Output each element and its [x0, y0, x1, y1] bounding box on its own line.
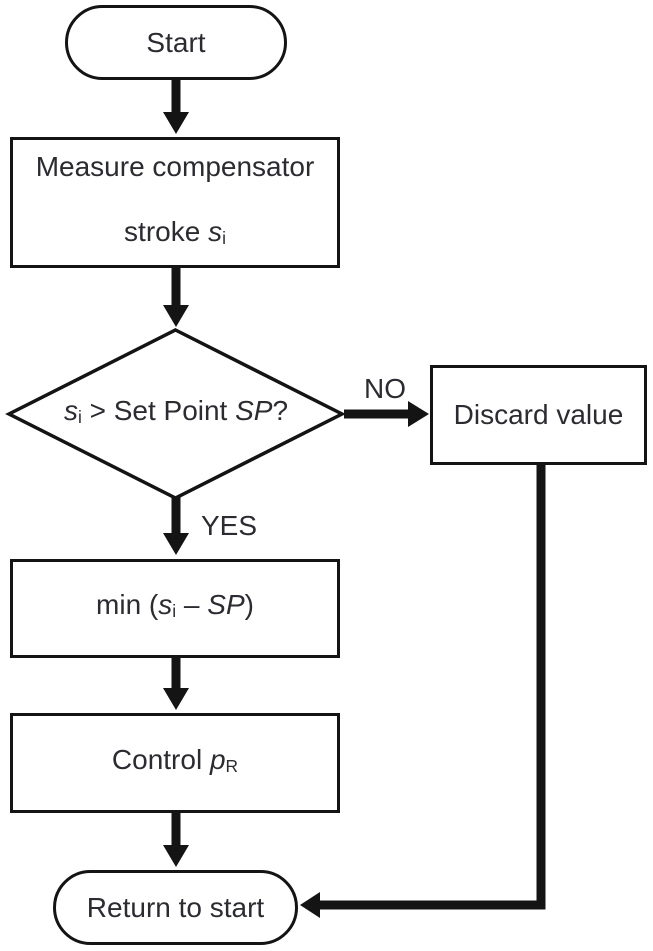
variable-s: s	[208, 215, 223, 247]
variable-sp: SP	[207, 589, 245, 621]
flow-node-control-pressure: Control pR	[10, 713, 340, 813]
flow-node-start: Start	[65, 5, 287, 80]
variable-s: s	[63, 395, 78, 426]
subscript-i: i	[172, 601, 177, 622]
subscript-i: i	[222, 228, 226, 249]
control-label: Control pR	[111, 743, 239, 777]
start-label: Start	[146, 26, 206, 58]
flow-node-return-to-start: Return to start	[53, 870, 298, 945]
min-label: min (si – SP)	[96, 589, 254, 622]
decision-diamond-label: si > Set Point SP?	[63, 395, 289, 428]
return-label: Return to start	[86, 891, 265, 923]
variable-sp: SP	[235, 395, 273, 426]
subscript-r: R	[225, 756, 239, 777]
arrow-decision-to-discard-no	[344, 401, 429, 427]
measure-label-line1: Measure compensator	[35, 150, 315, 182]
arrow-discard-to-return-feedback	[300, 463, 546, 918]
arrow-start-to-measure	[163, 78, 189, 134]
edge-label-yes: YES	[200, 510, 258, 541]
arrow-min-to-control	[163, 656, 189, 710]
flow-node-measure-stroke: Measure compensator stroke si	[10, 137, 340, 268]
arrow-measure-to-decision	[163, 266, 189, 327]
arrow-decision-to-min-yes	[163, 497, 189, 555]
measure-label-line2: stroke si	[124, 215, 226, 249]
flow-node-discard-value: Discard value	[430, 365, 647, 465]
variable-p: p	[209, 743, 226, 775]
edge-label-no: NO	[364, 373, 406, 404]
flow-node-minimize: min (si – SP)	[10, 559, 340, 658]
discard-label: Discard value	[453, 399, 624, 430]
variable-s: s	[158, 589, 173, 621]
arrow-control-to-return	[163, 811, 189, 867]
